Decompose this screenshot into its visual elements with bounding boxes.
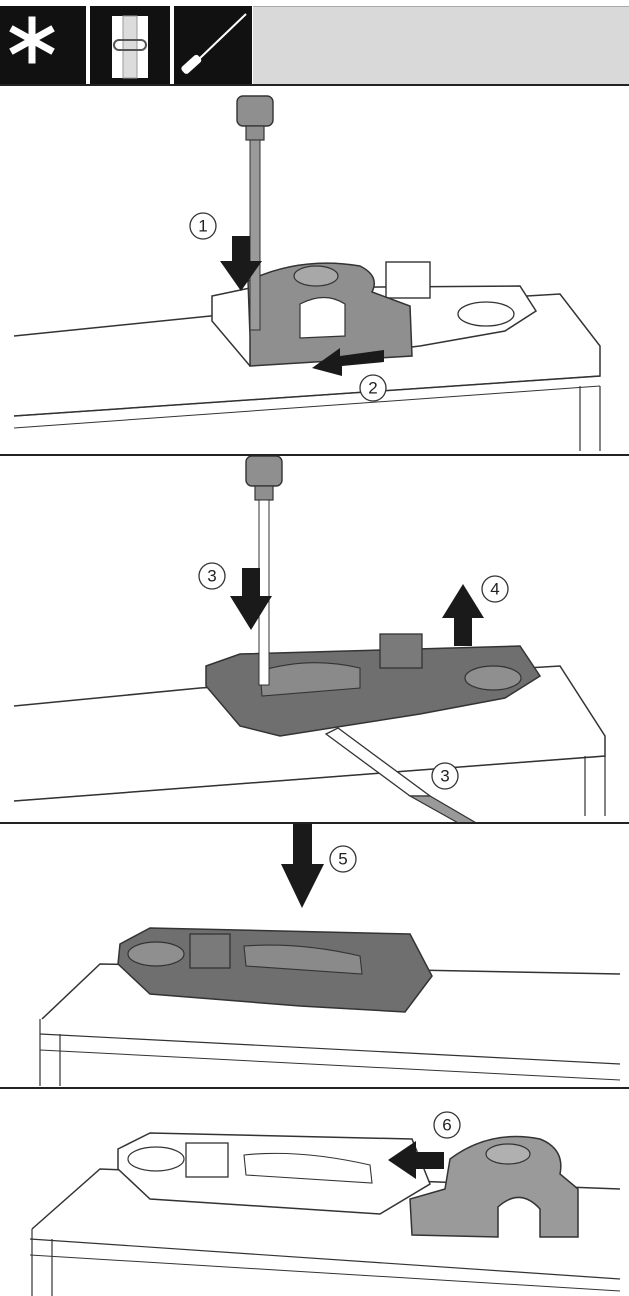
svg-text:1: 1 <box>198 217 207 236</box>
svg-text:2: 2 <box>368 379 377 398</box>
step-callout: 4 <box>481 575 509 603</box>
step-panel-1: 1 2 <box>0 86 629 456</box>
toolbar-cell-asterisk <box>0 6 86 84</box>
step-panel-3: 5 <box>0 824 629 1089</box>
toolbar-spacer <box>253 6 629 85</box>
svg-text:5: 5 <box>338 850 347 869</box>
toolbar-divider <box>0 84 629 86</box>
step-panel-4: 6 <box>0 1089 629 1296</box>
hinge-clip-icon <box>112 15 148 79</box>
step-callout: 2 <box>359 374 387 402</box>
step-callout: 6 <box>433 1111 461 1139</box>
step-callout: 3 <box>198 562 226 590</box>
asterisk-icon <box>9 16 55 64</box>
step-callout: 3 <box>431 762 459 790</box>
step-panel-2: 3 4 3 <box>0 456 629 824</box>
svg-text:3: 3 <box>207 567 216 586</box>
svg-text:6: 6 <box>442 1116 451 1135</box>
toolbar-cell-screwdriver <box>174 6 252 84</box>
svg-text:3: 3 <box>440 767 449 786</box>
toolbar <box>0 0 629 86</box>
toolbar-cell-hinge <box>90 6 170 84</box>
step-callout: 5 <box>329 845 357 873</box>
step-callout: 1 <box>189 212 217 240</box>
screwdriver-icon <box>181 13 247 74</box>
svg-text:4: 4 <box>490 580 499 599</box>
